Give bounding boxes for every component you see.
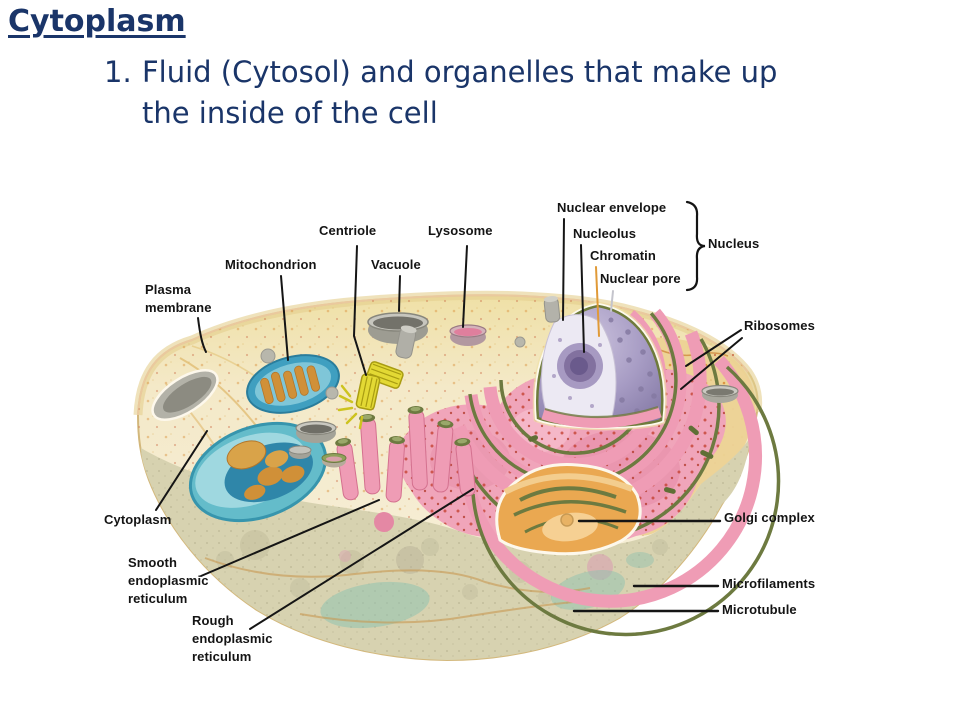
- label-microtubule: Microtubule: [722, 602, 797, 617]
- label-nuclear-pore: Nuclear pore: [600, 271, 681, 286]
- label-lysosome: Lysosome: [428, 223, 493, 238]
- label-golgi-complex: Golgi complex: [724, 510, 815, 525]
- vacuole-small: [295, 420, 337, 443]
- lysosome-organelle: [449, 324, 487, 346]
- label-cytoplasm: Cytoplasm: [104, 512, 172, 527]
- mitochondrion-1: [246, 354, 340, 414]
- golgi-apparatus: [495, 463, 642, 556]
- label-mitochondrion: Mitochondrion: [225, 257, 317, 272]
- vesicle-bowls: [288, 384, 739, 468]
- gray-cylinder-1: [395, 325, 417, 359]
- label-nuclear-envelope: Nuclear envelope: [557, 200, 667, 215]
- slide-title: Cytoplasm: [8, 4, 186, 39]
- label-plasma-membrane: Plasma membrane: [145, 282, 212, 315]
- label-nucleus: Nucleus: [708, 236, 760, 251]
- nucleus-brace: [685, 200, 706, 292]
- bullet-number: 1.: [104, 55, 132, 89]
- cell-body: [133, 290, 763, 662]
- centriole-organelle: [337, 361, 404, 430]
- membrane-cup: [151, 369, 219, 421]
- right-cut-face: [611, 337, 756, 536]
- vacuole-large: [367, 312, 429, 344]
- gray-cylinder-2: [543, 295, 561, 323]
- label-smooth-er: Smooth endoplasmic reticulum: [128, 555, 209, 606]
- nucleus: [532, 301, 667, 431]
- label-ribosomes: Ribosomes: [744, 318, 815, 333]
- mitochondrion-2: [188, 421, 328, 523]
- gray-spheres: [260, 336, 526, 400]
- label-centriole: Centriole: [319, 223, 377, 238]
- label-rough-er: Rough endoplasmic reticulum: [192, 613, 273, 664]
- label-nucleolus: Nucleolus: [573, 226, 637, 241]
- smooth-er-tubules: [335, 406, 476, 532]
- bullet-text: Fluid (Cytosol) and organelles that make…: [142, 55, 778, 130]
- label-microfilaments: Microfilaments: [722, 576, 816, 591]
- label-vacuole: Vacuole: [371, 257, 421, 272]
- bullet-item-1: 1. Fluid (Cytosol) and organelles that m…: [104, 52, 777, 133]
- label-chromatin: Chromatin: [590, 248, 656, 263]
